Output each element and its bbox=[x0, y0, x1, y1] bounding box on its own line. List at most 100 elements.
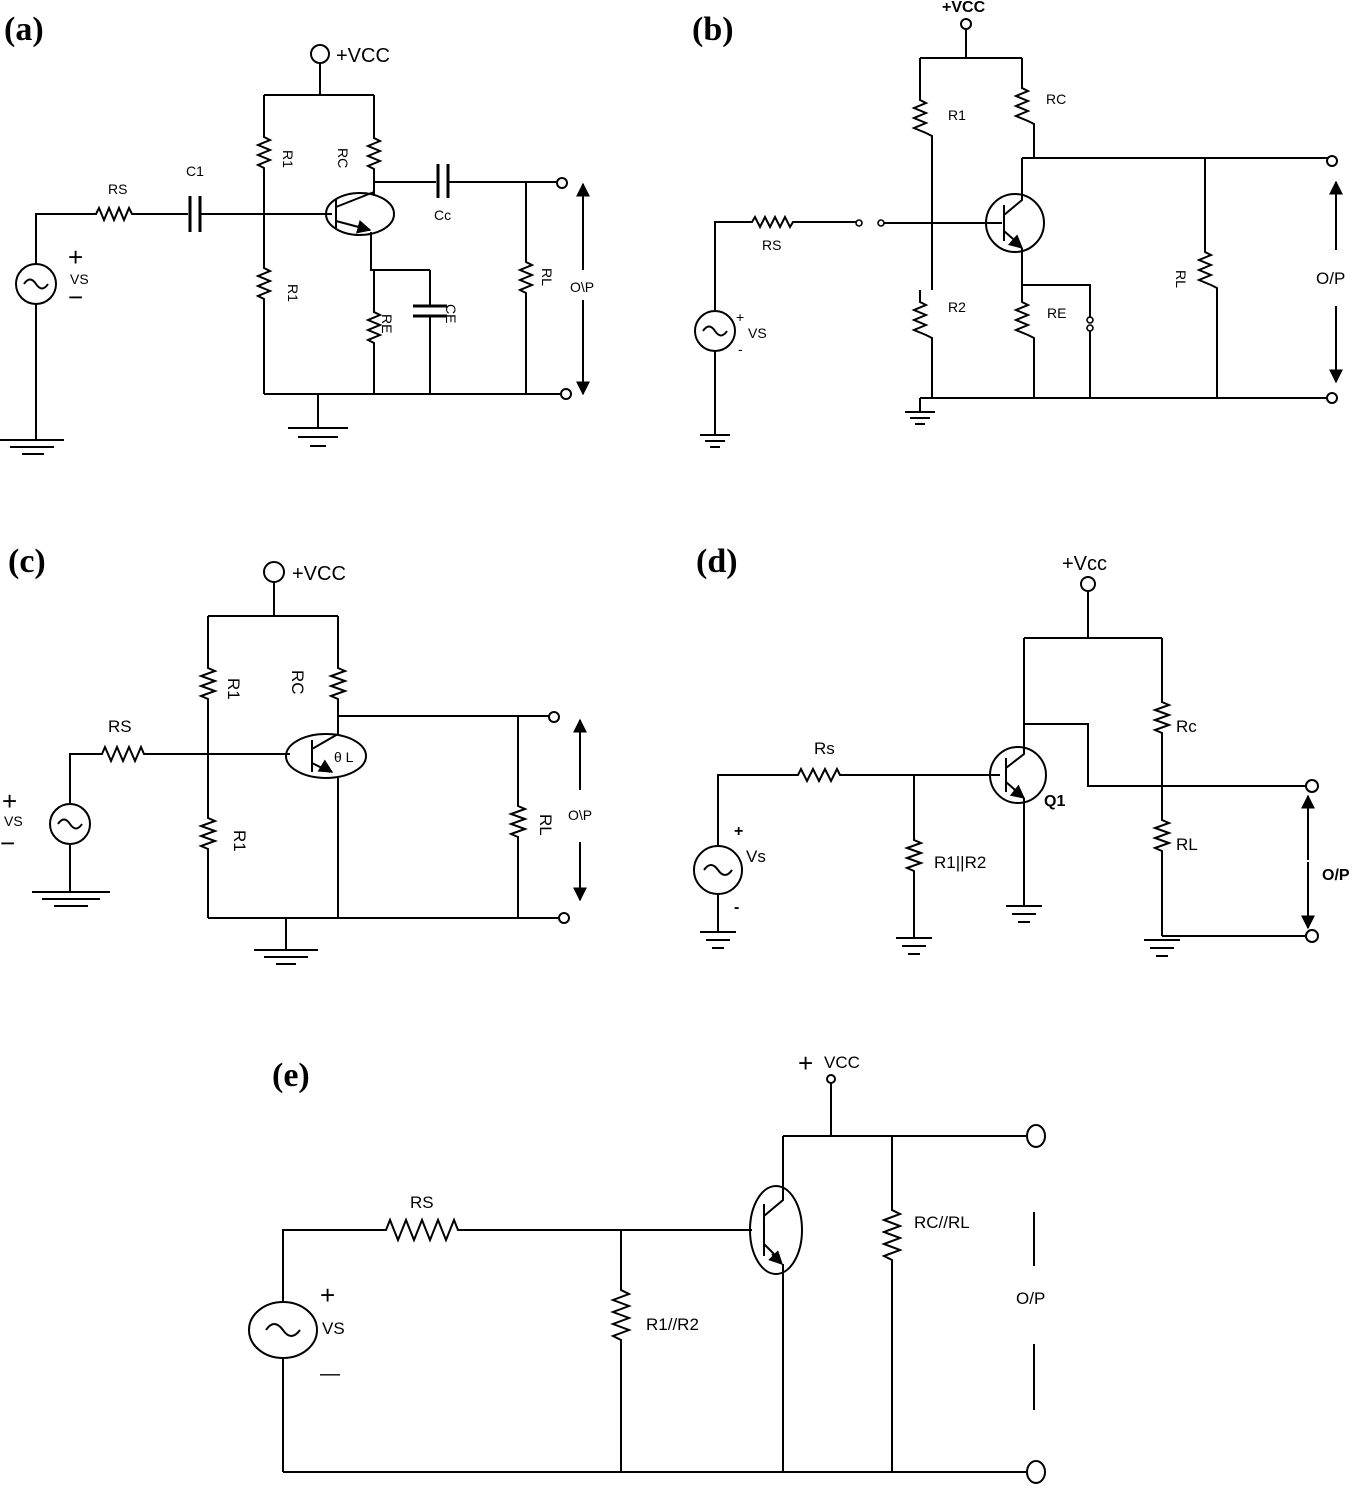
r1-resistor bbox=[911, 58, 933, 290]
r1-top-label: R1 bbox=[280, 150, 296, 168]
vs-minus: − bbox=[68, 282, 83, 312]
vs-minus: − bbox=[0, 828, 15, 858]
vcc-plus: + bbox=[798, 1048, 813, 1078]
r1-bottom-resistor bbox=[255, 214, 273, 394]
vcc-terminal bbox=[1080, 576, 1096, 592]
ground-left-icon bbox=[700, 894, 736, 949]
vs-sine-icon bbox=[703, 864, 733, 876]
vs-sine-icon bbox=[702, 325, 728, 337]
output-label: O/P bbox=[1316, 269, 1345, 288]
output-bottom-terminal bbox=[1026, 1460, 1046, 1484]
transistor-leads bbox=[763, 1136, 784, 1261]
vcc-label: +VCC bbox=[336, 45, 390, 67]
panel-e: (e) + VCC + VS — RS R1//R2 RC//RL O/P bbox=[248, 1048, 1046, 1484]
vs-plus: + bbox=[320, 1280, 335, 1310]
output-bottom-terminal bbox=[560, 388, 572, 400]
rs-label: Rs bbox=[814, 739, 835, 758]
rs-label: RS bbox=[410, 1193, 434, 1212]
emitter-wire bbox=[1021, 248, 1091, 318]
panel-b-label: (b) bbox=[692, 11, 734, 48]
rc-resistor bbox=[328, 616, 348, 734]
rs-label: RS bbox=[108, 717, 132, 736]
ground-center-icon bbox=[254, 918, 318, 965]
transistor-leads bbox=[1005, 724, 1025, 797]
vs-sine-icon bbox=[57, 818, 83, 830]
rl-label: RL bbox=[1173, 270, 1189, 288]
rl-resistor bbox=[1196, 158, 1218, 398]
transistor-label: θ L bbox=[334, 749, 354, 765]
r2-label: R2 bbox=[948, 299, 966, 315]
c1-label: C1 bbox=[186, 163, 204, 179]
r1-bottom-resistor bbox=[198, 756, 218, 918]
ground-left-icon bbox=[700, 351, 730, 448]
output-bottom-terminal bbox=[1305, 929, 1319, 943]
vcc-label: +Vcc bbox=[1062, 553, 1107, 575]
vcc-rail bbox=[783, 1083, 1026, 1137]
ground-center-icon bbox=[288, 394, 348, 447]
rl-resistor bbox=[517, 182, 535, 394]
panel-c-label: (c) bbox=[8, 543, 46, 580]
vcc-label: +VCC bbox=[292, 563, 346, 585]
transistor bbox=[285, 733, 367, 779]
vs-minus: — bbox=[320, 1363, 340, 1385]
vcc-terminal bbox=[960, 18, 972, 30]
panel-c: (c) +VCC R1 RC + VS − RS θ L R1 RL bbox=[0, 543, 592, 965]
vs-minus: - bbox=[738, 341, 743, 357]
transistor bbox=[749, 1185, 803, 1275]
vs-plus: + bbox=[2, 786, 17, 816]
vs-sine-icon bbox=[23, 278, 49, 290]
q1-label: Q1 bbox=[1044, 793, 1065, 810]
rc-label: RC bbox=[1046, 91, 1066, 107]
ground-center-icon bbox=[905, 398, 935, 425]
rs-label: RS bbox=[762, 237, 781, 253]
vs-label: VS bbox=[70, 271, 89, 287]
rcrl-label: RC//RL bbox=[914, 1213, 970, 1232]
rs-resistor bbox=[69, 744, 290, 804]
r12-resistor bbox=[904, 775, 924, 938]
cc-label: Cc bbox=[434, 207, 451, 223]
vs-label: Vs bbox=[746, 847, 766, 866]
rl-label: RL bbox=[1176, 835, 1198, 854]
re-resistor bbox=[1013, 285, 1035, 398]
r1-top-label: R1 bbox=[224, 678, 243, 700]
output-top-wire bbox=[337, 715, 550, 734]
panel-d: (d) +Vcc Rc RL + Vs - Rs R1||R2 Q1 bbox=[693, 543, 1350, 957]
rc-label: Rc bbox=[1176, 717, 1197, 736]
output-top-terminal bbox=[556, 177, 568, 189]
ground-left-icon bbox=[0, 439, 64, 455]
emitter-wire bbox=[370, 232, 431, 305]
vs-minus: - bbox=[734, 899, 739, 916]
r1-top-resistor bbox=[198, 616, 218, 756]
cc-capacitor bbox=[436, 164, 450, 198]
rc-label: RC bbox=[288, 670, 307, 695]
re-resistor bbox=[365, 270, 383, 394]
r1-top-resistor bbox=[255, 95, 273, 214]
rc-resistor bbox=[365, 95, 383, 196]
output-top-terminal bbox=[1326, 155, 1338, 167]
re-label: RE bbox=[1047, 305, 1066, 321]
r2-resistor bbox=[911, 290, 933, 398]
rl-label: RL bbox=[539, 268, 555, 286]
vs-label: VS bbox=[748, 325, 767, 341]
transistor-leads bbox=[335, 182, 374, 230]
panel-e-label: (e) bbox=[272, 1057, 310, 1094]
rs-resistor bbox=[282, 1217, 752, 1302]
r12-resistor bbox=[610, 1230, 632, 1472]
vcc-rail bbox=[264, 63, 374, 96]
output-label: O\P bbox=[570, 279, 594, 295]
vcc-rail bbox=[920, 29, 1022, 59]
vcc-rail bbox=[1023, 591, 1162, 724]
output-label: O\P bbox=[568, 807, 592, 823]
rl-resistor bbox=[508, 716, 528, 918]
rs-resistor bbox=[717, 766, 1000, 846]
vcc-terminal bbox=[310, 44, 330, 64]
output-bottom-terminal bbox=[1326, 392, 1338, 404]
ground-emitter-icon bbox=[1006, 798, 1042, 923]
output-bottom-terminal bbox=[558, 912, 570, 924]
vs-label: VS bbox=[322, 1319, 345, 1338]
output-top-terminal bbox=[1305, 779, 1319, 793]
output-top-wire bbox=[1024, 723, 1306, 787]
vcc-label: VCC bbox=[824, 1053, 860, 1072]
re-label: RE bbox=[379, 314, 395, 333]
